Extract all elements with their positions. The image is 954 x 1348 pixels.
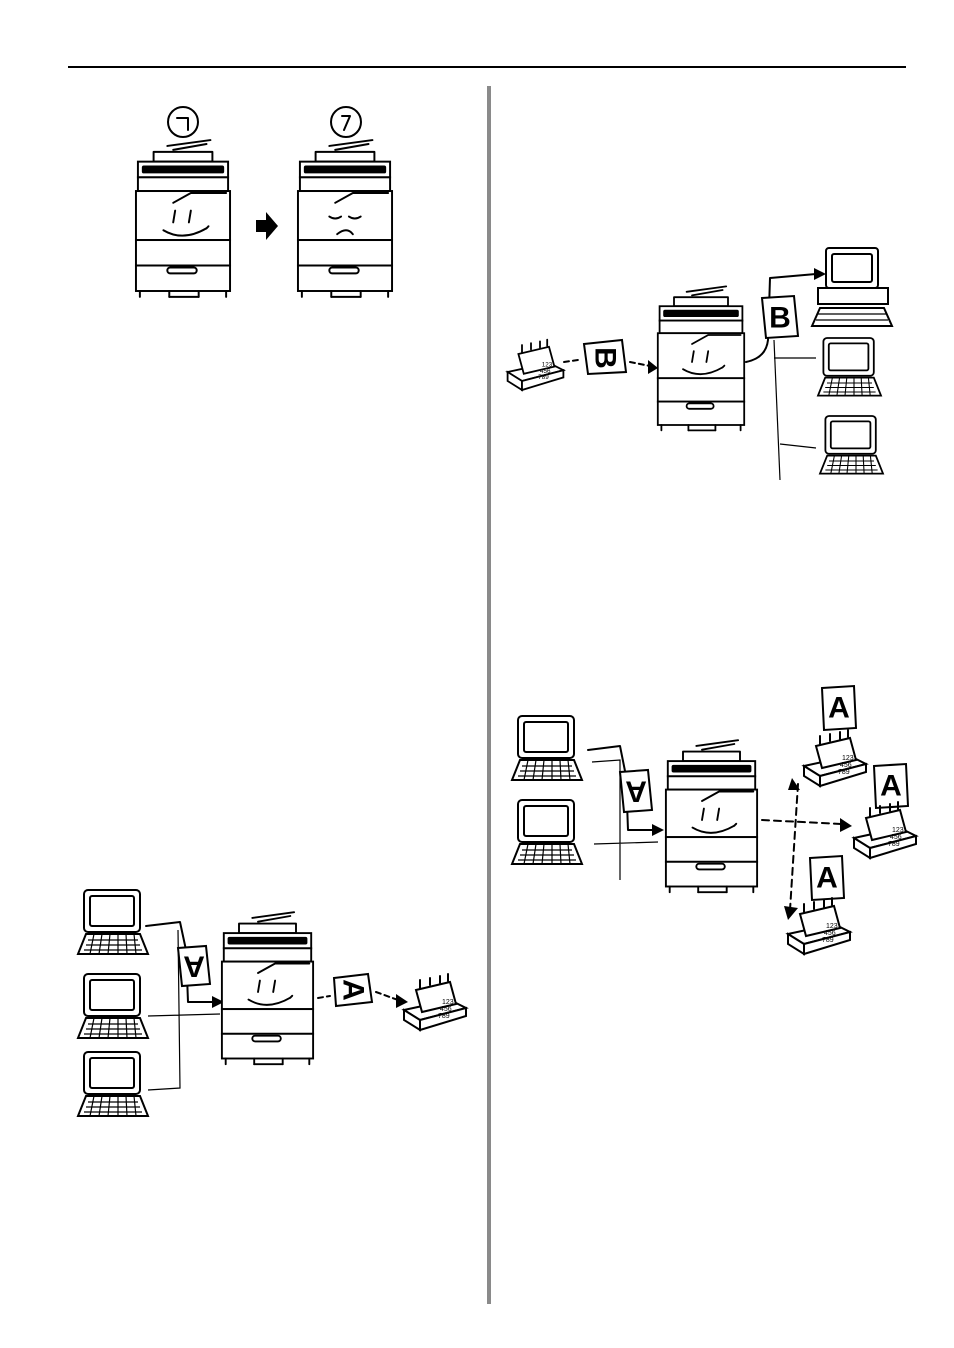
document-a: A <box>808 854 846 902</box>
document-a: A <box>618 768 654 814</box>
column-divider <box>487 86 491 1304</box>
computer <box>77 973 149 1039</box>
document-b: B <box>582 338 628 376</box>
document-label: B <box>589 347 622 369</box>
multifunction-machine <box>220 911 315 1066</box>
fax-machine <box>853 801 917 859</box>
document-label: A <box>337 979 370 1001</box>
document-a: A <box>872 762 910 810</box>
fax-machine <box>803 729 867 787</box>
document-a: A <box>176 944 212 988</box>
header-rule <box>68 66 906 68</box>
computer <box>817 337 882 397</box>
computer <box>511 799 583 865</box>
document-a: A <box>332 972 374 1008</box>
document-label: A <box>828 692 850 725</box>
figure-fax-to-pc: B B <box>506 247 894 481</box>
clock-icon <box>330 106 362 138</box>
computer <box>77 889 149 955</box>
document-label: A <box>183 950 205 983</box>
multifunction-machine <box>296 139 394 298</box>
fax-machine <box>787 897 851 955</box>
figure-pc-to-multi-fax: A A A A <box>511 684 917 955</box>
multifunction-machine <box>656 285 746 432</box>
document-a: A <box>820 684 858 732</box>
arrow-right-icon <box>256 212 278 240</box>
multifunction-machine <box>134 139 232 298</box>
computer <box>511 715 583 781</box>
multifunction-machine <box>664 739 759 894</box>
computer <box>819 415 884 475</box>
document-label: A <box>880 770 902 803</box>
figure-machine-mood <box>134 106 394 298</box>
fax-machine <box>403 973 467 1031</box>
clock-icon <box>167 106 199 138</box>
document-label: B <box>769 302 791 335</box>
document-label: A <box>816 862 838 895</box>
figure-pc-to-fax: A A <box>77 889 467 1117</box>
computer <box>77 1051 149 1117</box>
desktop-computer <box>810 247 894 327</box>
fax-machine <box>506 338 565 391</box>
document-label: A <box>625 775 647 808</box>
document-b: B <box>760 294 800 340</box>
